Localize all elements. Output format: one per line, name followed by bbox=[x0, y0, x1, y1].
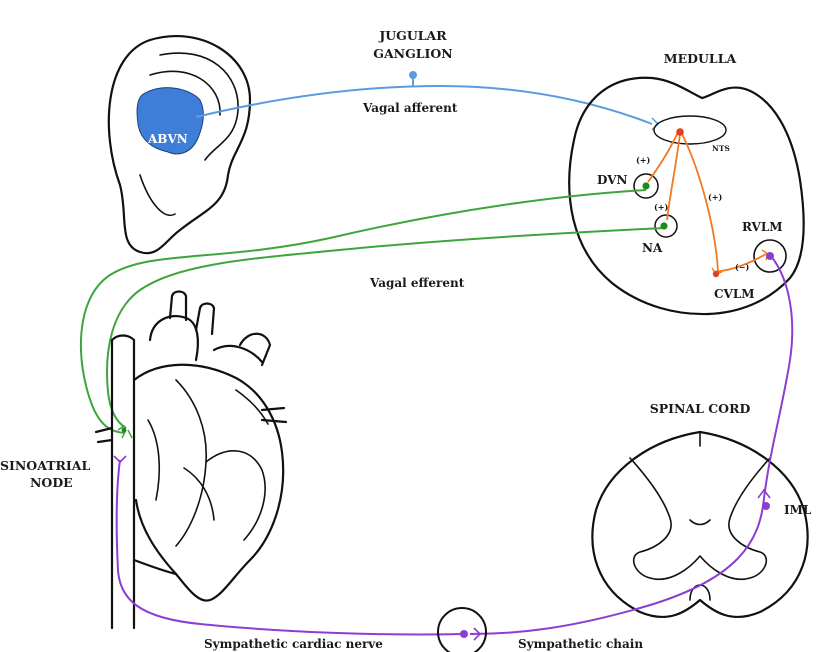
vagal-efferent-pathway bbox=[81, 182, 668, 438]
heart-illustration bbox=[96, 292, 286, 629]
sign-cvlm-rvlm: (−) bbox=[735, 262, 749, 272]
iml-neuron-node bbox=[762, 502, 770, 510]
vagal-afferent-label: Vagal afferent bbox=[362, 101, 458, 115]
nts-region bbox=[654, 116, 726, 144]
spinal-cord-label: SPINAL CORD bbox=[650, 401, 751, 416]
jugular-label-line2: GANGLION bbox=[373, 46, 452, 61]
sympathetic-chain-label: Sympathetic chain bbox=[518, 637, 643, 651]
sympathetic-cardiac-nerve-label: Sympathetic cardiac nerve bbox=[204, 637, 383, 651]
nts-label: NTS bbox=[712, 144, 730, 153]
sympathetic-chain-ganglion bbox=[438, 608, 486, 652]
jugular-ganglion-node bbox=[409, 71, 417, 79]
na-neuron-node bbox=[660, 222, 667, 229]
medulla-outline bbox=[569, 78, 803, 314]
na-label: NA bbox=[642, 241, 663, 255]
dvn-neuron-node bbox=[642, 182, 649, 189]
sign-nts-cvlm: (+) bbox=[708, 192, 722, 202]
sign-nts-na: (+) bbox=[654, 202, 668, 212]
sinoatrial-label-line2: NODE bbox=[30, 475, 73, 490]
abvn-label: ABVN bbox=[147, 132, 188, 146]
cvlm-neuron-node bbox=[713, 271, 719, 277]
rvlm-neuron-node bbox=[766, 252, 774, 260]
jugular-label-line1: JUGULAR bbox=[378, 28, 447, 43]
vagal-efferent-label: Vagal efferent bbox=[369, 276, 465, 290]
sinoatrial-node-marker bbox=[122, 428, 127, 433]
nts-neuron-node bbox=[676, 128, 684, 136]
rvlm-label: RVLM bbox=[742, 220, 783, 234]
iml-label: IML bbox=[784, 503, 812, 517]
sign-nts-dvn: (+) bbox=[636, 155, 650, 165]
spinal-cord-outline bbox=[592, 432, 807, 617]
cvlm-label: CVLM bbox=[714, 287, 755, 301]
sympathetic-chain-node bbox=[460, 630, 468, 638]
medulla-label: MEDULLA bbox=[664, 51, 737, 66]
sinoatrial-label-line1: SINOATRIAL bbox=[0, 458, 90, 473]
dvn-label: DVN bbox=[597, 173, 628, 187]
